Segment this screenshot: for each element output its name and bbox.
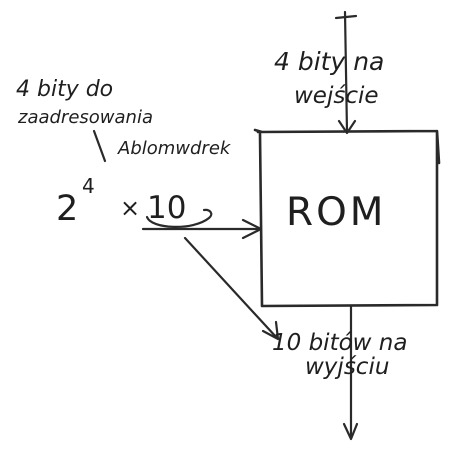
address-note-line1: 4 bity do: [16, 77, 113, 102]
capacity-to-output-arrowhead-icon: [261, 320, 280, 341]
capacity-to-output-arrow: [183, 236, 279, 340]
input-line: [343, 10, 349, 134]
address-note-line3: Ablomwdrek: [117, 138, 232, 159]
output-label-line1: 10 bitów na: [272, 330, 407, 356]
rom-label: ROM: [286, 190, 386, 235]
address-note-pointer: [92, 129, 107, 163]
capacity-width: 10: [147, 190, 186, 226]
capacity-exponent: 4: [82, 174, 95, 198]
rom-block-outline: [253, 128, 441, 308]
input-line-tick-icon: [334, 14, 358, 20]
capacity-underline-loop: [145, 208, 213, 228]
output-label-line2: wyjściu: [305, 354, 389, 380]
output-arrowhead-icon: [342, 422, 359, 441]
input-label-line1: 4 bity na: [274, 47, 384, 76]
capacity-base: 2: [56, 189, 78, 229]
address-note-line2: zaadresowania: [17, 107, 153, 128]
input-arrowhead-icon: [337, 119, 357, 135]
input-label-line2: wejście: [294, 83, 379, 109]
capacity-times: ×: [120, 194, 140, 222]
address-arrowhead-icon: [241, 218, 263, 240]
